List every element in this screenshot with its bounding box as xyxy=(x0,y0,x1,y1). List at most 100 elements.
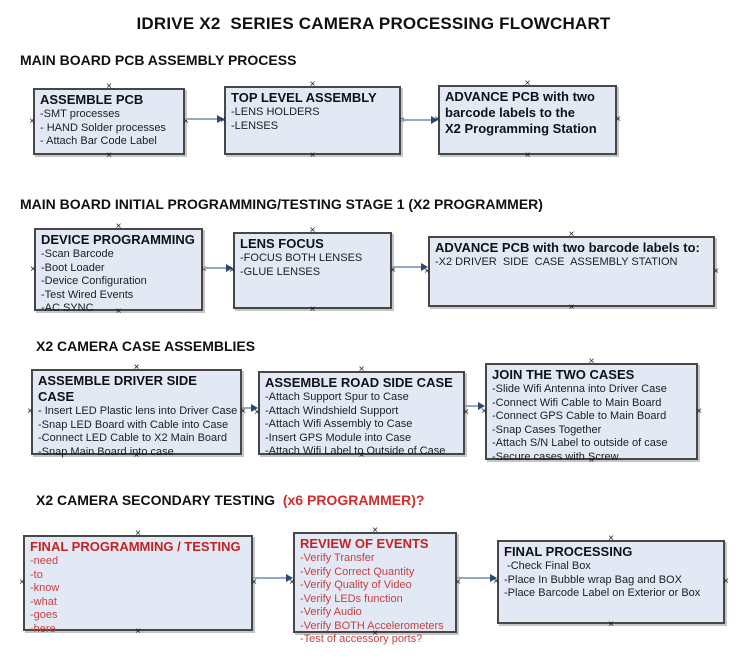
connection-point-marker: × xyxy=(372,525,378,536)
arrow-head-icon xyxy=(226,264,233,272)
box-item: -here xyxy=(30,622,56,635)
box-item: -Verify Quality of Video xyxy=(300,579,412,591)
box-item: -LENS HOLDERS xyxy=(231,106,320,118)
process-box-review-of-events: REVIEW OF EVENTS -Verify Transfer-Verify… xyxy=(289,526,461,646)
connection-point-marker: × xyxy=(524,150,531,161)
box-item: -SMT processes xyxy=(40,108,120,120)
process-box-join-two-cases: JOIN THE TWO CASES -Slide Wifi Antenna i… xyxy=(481,357,702,466)
connection-point-marker: × xyxy=(309,304,316,315)
arrow-head-icon xyxy=(478,402,485,410)
box-item: -Snap Main Board into case xyxy=(38,445,174,458)
box-items: -Attach Support Spur to Case-Attach Wind… xyxy=(265,391,458,459)
box-title: JOIN THE TWO CASES xyxy=(492,367,635,382)
arrow-line xyxy=(253,577,288,579)
box-item: -Place In Bubble wrap Bag and BOX xyxy=(504,573,682,586)
flow-arrow xyxy=(242,404,258,412)
process-box-device-programming: DEVICE PROGRAMMING -Scan Barcode-Boot Lo… xyxy=(30,222,207,317)
connection-point-marker: × xyxy=(27,406,33,417)
box-item: -Connect GPS Cable to Main Board xyxy=(492,410,667,422)
process-box-advance-pcb-programming-station: ADVANCE PCB with two barcode labels to t… xyxy=(434,79,621,161)
process-box-assemble-road-side-case: ASSEMBLE ROAD SIDE CASE -Attach Support … xyxy=(254,365,469,461)
flowchart-title: IDRIVE X2 SERIES CAMERA PROCESSING FLOWC… xyxy=(136,14,611,33)
box-items: -Verify Transfer-Verify Correct Quantity… xyxy=(300,552,450,647)
connection-point-marker: × xyxy=(608,619,614,630)
section-heading-initial-programming: MAIN BOARD INITIAL PROGRAMMING/TESTING S… xyxy=(20,196,543,212)
box-item: -FOCUS BOTH LENSES xyxy=(240,252,363,264)
box-title: ADVANCE PCB with two barcode labels to t… xyxy=(445,89,597,136)
arrow-head-icon xyxy=(217,115,224,123)
section-heading-case-assemblies: X2 CAMERA CASE ASSEMBLIES xyxy=(36,338,256,354)
box-items: -FOCUS BOTH LENSES-GLUE LENSES xyxy=(240,252,385,279)
section-heading-pcb-assembly: MAIN BOARD PCB ASSEMBLY PROCESS xyxy=(20,52,297,68)
section-heading-red-part: (x6 PROGRAMMER)? xyxy=(278,492,425,508)
connection-point-marker: × xyxy=(106,81,112,92)
connection-point-marker: × xyxy=(115,221,122,232)
box-title: FINAL PROGRAMMING / TESTING xyxy=(30,539,241,554)
box-item: -Connect LED Cable to X2 Main Board xyxy=(38,432,227,444)
flow-arrow xyxy=(185,115,224,123)
box-item: -Slide Wifi Antenna into Driver Case xyxy=(492,383,667,395)
box-items: -X2 DRIVER SIDE CASE ASSEMBLY STATION xyxy=(435,256,708,270)
box-item: -AC SYNC xyxy=(41,302,94,314)
box-items: -Slide Wifi Antenna into Driver Case-Con… xyxy=(492,383,691,464)
box-item: -Scan Barcode xyxy=(41,248,114,260)
box-item: -need xyxy=(30,555,59,567)
process-box-final-programming-testing: FINAL PROGRAMMING / TESTING -need-to-kno… xyxy=(19,529,257,637)
arrow-line xyxy=(457,577,492,579)
arrow-head-icon xyxy=(251,404,258,412)
connection-point-marker: × xyxy=(723,576,729,587)
box-item: -Insert GPS Module into Case xyxy=(265,431,412,444)
box-item: - Attach Bar Code Label xyxy=(40,135,157,147)
box-item: -Verify Transfer xyxy=(300,552,375,564)
box-item: -Check Final Box xyxy=(504,560,591,572)
box-title: LENS FOCUS xyxy=(240,236,324,251)
box-item: -Secure cases with Screw xyxy=(492,450,619,463)
box-item: -know xyxy=(30,582,60,594)
connection-point-marker: × xyxy=(568,229,575,240)
box-title: ASSEMBLE DRIVER SIDE CASE xyxy=(38,373,197,404)
arrow-line xyxy=(465,405,480,407)
connection-point-marker: × xyxy=(615,114,621,125)
box-title: TOP LEVEL ASSEMBLY xyxy=(231,90,377,105)
box-item: -Attach Wifi Label to Outside of Case xyxy=(265,445,446,457)
box-items: -need-to-know-what-goes-here xyxy=(30,555,246,636)
box-item: -Verify Audio xyxy=(300,606,362,618)
process-box-advance-pcb-driver-side: ADVANCE PCB with two barcode labels to: … xyxy=(424,230,719,313)
box-item: -Connect Wifi Cable to Main Board xyxy=(492,396,662,409)
process-box-top-level-assembly: TOP LEVEL ASSEMBLY -LENS HOLDERS-LENSES … xyxy=(220,80,405,161)
box-item: -Attach Support Spur to Case xyxy=(265,391,409,403)
box-item: -Attach Windshield Support xyxy=(265,404,399,417)
flow-arrow xyxy=(392,263,428,271)
box-item: -Verify BOTH Accelerometers xyxy=(300,619,444,632)
box-item: -Test Wired Events xyxy=(41,288,134,301)
process-box-final-processing: FINAL PROCESSING -Check Final Box-Place … xyxy=(493,534,729,630)
box-title: FINAL PROCESSING xyxy=(504,544,633,559)
flow-arrow xyxy=(465,402,485,410)
connection-point-marker: × xyxy=(568,302,575,313)
connection-point-marker: × xyxy=(358,364,365,375)
connection-point-marker: × xyxy=(524,78,531,89)
box-item: -Test of accessory ports? xyxy=(300,633,423,645)
box-item: -Verify Correct Quantity xyxy=(300,565,415,578)
process-box-assemble-driver-side-case: ASSEMBLE DRIVER SIDE CASE - Insert LED P… xyxy=(27,363,246,461)
connection-point-marker: × xyxy=(713,265,719,277)
box-item: -Boot Loader xyxy=(41,261,105,274)
box-item: - HAND Solder processes xyxy=(40,121,166,134)
box-item: -Attach S/N Label to outside of case xyxy=(492,437,668,449)
flow-arrow xyxy=(203,264,233,272)
arrow-line xyxy=(242,407,253,409)
process-box-lens-focus: LENS FOCUS -FOCUS BOTH LENSES-GLUE LENSE… xyxy=(229,226,396,315)
connection-point-marker: × xyxy=(29,115,35,127)
arrow-line xyxy=(392,266,423,268)
box-items: -LENS HOLDERS-LENSES xyxy=(231,106,394,133)
box-items: - Insert LED Plastic lens into Driver Ca… xyxy=(38,405,237,459)
box-title: DEVICE PROGRAMMING xyxy=(41,232,195,247)
connection-point-marker: × xyxy=(309,225,316,236)
connection-point-marker: × xyxy=(588,356,595,367)
connection-point-marker: × xyxy=(608,533,614,544)
connection-point-marker: × xyxy=(696,405,702,417)
box-item: -GLUE LENSES xyxy=(240,265,321,278)
box-title: ASSEMBLE ROAD SIDE CASE xyxy=(265,375,453,390)
box-title: ADVANCE PCB with two barcode labels to: xyxy=(435,240,700,255)
